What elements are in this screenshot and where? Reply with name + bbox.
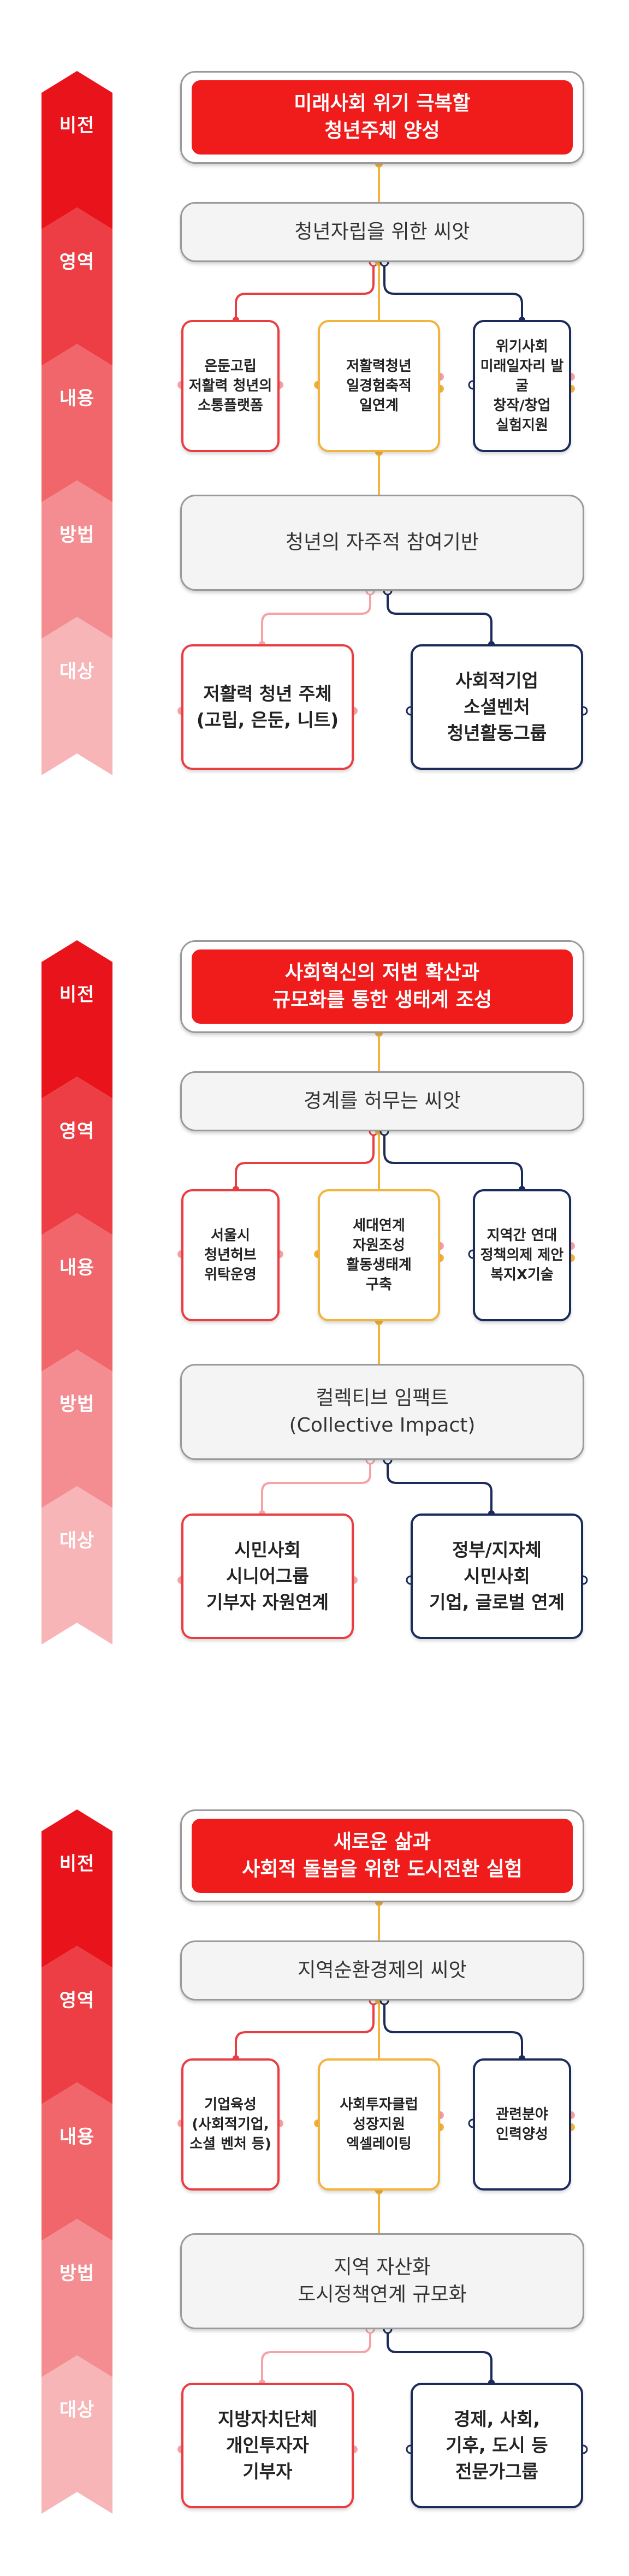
- chevron-target: [41, 1486, 112, 1645]
- content-card-1: 은둔고립 저활력 청년의 소통플랫폼: [181, 320, 280, 452]
- target-card-2: 사회적기업 소셜벤처 청년활동그룹: [411, 644, 583, 770]
- method-box: 청년의 자주적 참여기반: [180, 495, 584, 591]
- chevron-content: [41, 344, 112, 502]
- area-box: 지역순환경제의 씨앗: [180, 1940, 584, 2001]
- method-box: 지역 자산화 도시정책연계 규모화: [180, 2233, 584, 2329]
- stage-label-method: 방법: [59, 1393, 95, 1415]
- target-card-1: 지방자치단체 개인투자자 기부자: [181, 2383, 354, 2508]
- chevron-vision: [41, 71, 112, 229]
- chevron-area: [41, 1946, 112, 2104]
- stage-label-method: 방법: [59, 2263, 95, 2284]
- vision-box: 미래사회 위기 극복할 청년주체 양성: [180, 71, 584, 164]
- chevron-area: [41, 1077, 112, 1235]
- vision-text: 사회혁신의 저변 확산과 규모화를 통한 생태계 조성: [192, 949, 573, 1024]
- stage-label-method: 방법: [59, 524, 95, 546]
- stage-label-target: 대상: [59, 661, 95, 682]
- chevron-content: [41, 1213, 112, 1372]
- stage-label-vision: 비전: [59, 984, 95, 1006]
- target-card-2: 경제, 사회, 기후, 도시 등 전문가그룹: [411, 2383, 583, 2508]
- stage-label-vision: 비전: [59, 1853, 95, 1875]
- vision-box: 새로운 삶과 사회적 돌봄을 위한 도시전환 실험: [180, 1809, 584, 1902]
- stage-label-area: 영역: [59, 1990, 95, 2011]
- chevron-content: [41, 2082, 112, 2241]
- vision-text: 새로운 삶과 사회적 돌봄을 위한 도시전환 실험: [192, 1819, 573, 1893]
- chevron-vision: [41, 940, 112, 1099]
- stage-label-content: 내용: [59, 1257, 95, 1279]
- vision-text: 미래사회 위기 극복할 청년주체 양성: [192, 80, 573, 155]
- stage-label-area: 영역: [59, 1120, 95, 1142]
- content-card-3: 지역간 연대 정책의제 제안 복지X기술: [473, 1189, 571, 1321]
- chevron-method: [41, 2219, 112, 2377]
- chevron-method: [41, 1350, 112, 1508]
- stage-label-content: 내용: [59, 388, 95, 409]
- diagram-panel-3: 비전 영역 내용 방법 대상 새로운 삶과 사회적 돌봄을 위한 도시전환 실험…: [0, 1804, 629, 2564]
- content-card-3: 관련분야 인력양성: [473, 2058, 571, 2191]
- content-card-2: 저활력청년 일경험축적 일연계: [318, 320, 440, 452]
- connector-lines: [41, 71, 588, 775]
- content-card-1: 서울시 청년허브 위탁운영: [181, 1189, 280, 1321]
- target-card-1: 시민사회 시니어그룹 기부자 자원연계: [181, 1513, 354, 1639]
- method-box: 컬렉티브 임팩트 (Collective Impact): [180, 1364, 584, 1460]
- area-box: 경계를 허무는 씨앗: [180, 1071, 584, 1131]
- stage-label-area: 영역: [59, 251, 95, 273]
- stage-label-target: 대상: [59, 1530, 95, 1552]
- diagram-panel-1: 비전 영역 내용 방법 대상 미래사회 위기 극복할 청년주체 양성 청년자립을…: [0, 66, 629, 826]
- chevron-method: [41, 480, 112, 639]
- chevron-area: [41, 207, 112, 366]
- chevron-target: [41, 2355, 112, 2514]
- stage-label-target: 대상: [59, 2399, 95, 2421]
- area-box: 청년자립을 위한 씨앗: [180, 202, 584, 262]
- target-card-2: 정부/지자체 시민사회 기업, 글로벌 연계: [411, 1513, 583, 1639]
- chevron-vision: [41, 1809, 112, 1968]
- stage-label-content: 내용: [59, 2126, 95, 2148]
- connector-lines: [41, 940, 588, 1645]
- diagram-panel-2: 비전 영역 내용 방법 대상 사회혁신의 저변 확산과 규모화를 통한 생태계 …: [0, 935, 629, 1695]
- content-card-3: 위기사회 미래일자리 발굴 창작/창업 실험지원: [473, 320, 571, 452]
- content-card-2: 세대연계 자원조성 활동생태계 구축: [318, 1189, 440, 1321]
- stage-label-vision: 비전: [59, 115, 95, 136]
- target-card-1: 저활력 청년 주체 (고립, 은둔, 니트): [181, 644, 354, 770]
- chevron-target: [41, 617, 112, 775]
- content-card-1: 기업육성 (사회적기업, 소셜 벤처 등): [181, 2058, 280, 2191]
- content-card-2: 사회투자클럽 성장지원 엑셀레이팅: [318, 2058, 440, 2191]
- vision-box: 사회혁신의 저변 확산과 규모화를 통한 생태계 조성: [180, 940, 584, 1033]
